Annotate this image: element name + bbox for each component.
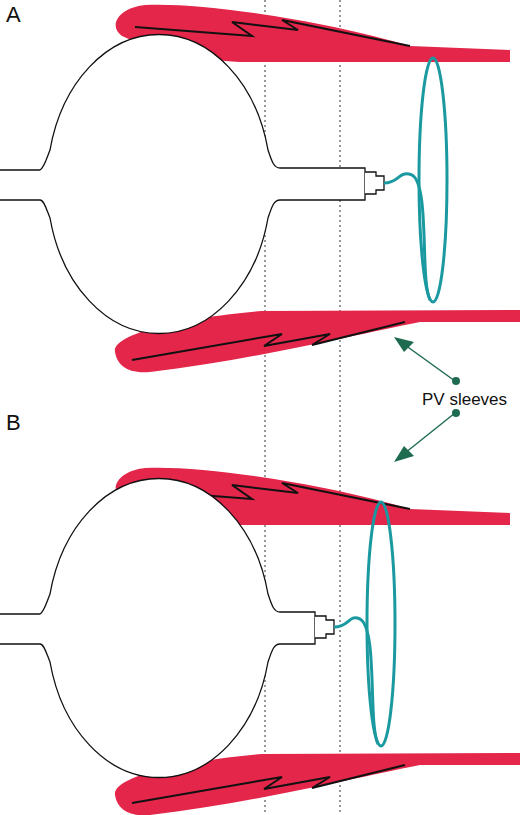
lasso-shaft: [384, 174, 430, 300]
lasso-shaft: [334, 618, 378, 744]
panel-label: A: [6, 4, 21, 26]
catheter-tip: [365, 172, 384, 194]
catheter-tip: [315, 616, 334, 638]
panel-b: [0, 468, 520, 815]
lasso-catheter: [419, 58, 447, 302]
cryoballoon: [0, 34, 365, 333]
cryoballoon: [0, 478, 315, 777]
leader-line: [405, 345, 455, 381]
panel-a: [0, 5, 520, 373]
leader-line: [405, 413, 455, 453]
leader-dot: [452, 409, 460, 417]
reference-line: [265, 0, 266, 815]
leader-dot: [452, 377, 460, 385]
part-label: PV sleeves: [420, 390, 509, 409]
lasso-catheter: [367, 502, 395, 746]
arrow-head: [394, 337, 414, 352]
reference-line: [340, 0, 341, 815]
arrow-head: [394, 446, 414, 462]
panel-label: B: [6, 412, 21, 434]
